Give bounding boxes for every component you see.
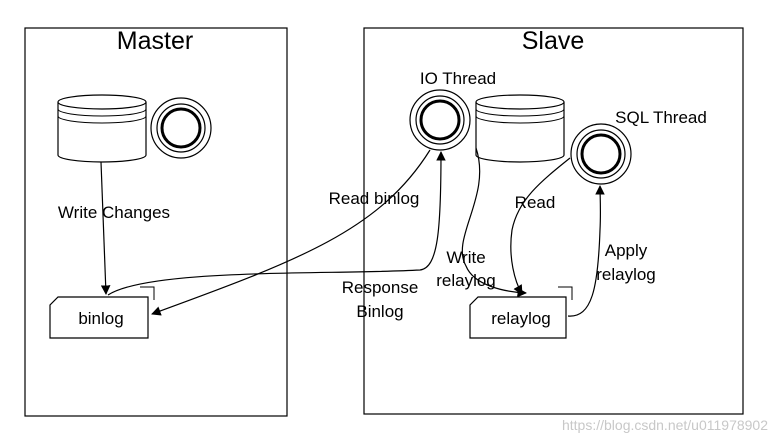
- slave-title: Slave: [522, 27, 585, 55]
- apply-relaylog-label-line2: relaylog: [596, 265, 656, 284]
- master-thread-icon: [150, 97, 212, 159]
- relaylog-file: [469, 286, 573, 339]
- io-thread-label: IO Thread: [420, 69, 496, 88]
- relaylog-label: relaylog: [491, 309, 551, 328]
- response-binlog-label-line2: Binlog: [356, 302, 403, 321]
- master-title: Master: [117, 27, 193, 55]
- response-binlog-arrow: [107, 151, 446, 296]
- read-relaylog-label: Read: [515, 193, 556, 212]
- read-relaylog-arrow: [510, 157, 571, 295]
- sql-thread-label: SQL Thread: [615, 108, 707, 127]
- master-database-icon: [57, 94, 147, 163]
- sql-thread-icon: [570, 123, 632, 185]
- slave-box: [363, 27, 744, 415]
- io-thread-icon: [409, 89, 471, 151]
- write-relaylog-arrow: [461, 147, 527, 298]
- slave-database-icon: [475, 94, 565, 163]
- binlog-file: [49, 286, 155, 339]
- write-relaylog-label-line1: Write: [446, 248, 485, 267]
- master-box: [24, 27, 288, 417]
- apply-relaylog-arrow: [567, 185, 605, 317]
- write-changes-label: Write Changes: [58, 203, 170, 222]
- response-binlog-label-line1: Response: [342, 278, 419, 297]
- read-binlog-label: Read binlog: [329, 189, 420, 208]
- write-relaylog-label-line2: relaylog: [436, 271, 496, 290]
- watermark-text: https://blog.csdn.net/u011978902: [562, 417, 768, 433]
- write-changes-arrow: [100, 161, 111, 295]
- read-binlog-arrow: [151, 149, 431, 316]
- apply-relaylog-label-line1: Apply: [605, 241, 648, 260]
- binlog-label: binlog: [78, 309, 123, 328]
